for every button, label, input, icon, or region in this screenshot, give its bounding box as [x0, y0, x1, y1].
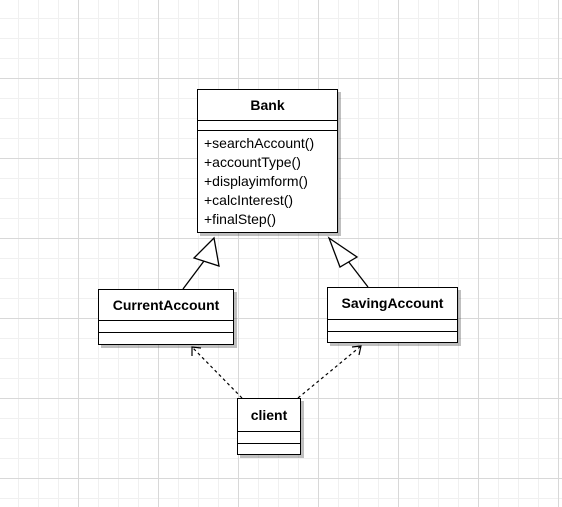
- method-item: +accountType(): [204, 154, 301, 170]
- class-client[interactable]: client: [237, 398, 301, 455]
- attributes-compartment: [328, 320, 457, 332]
- class-name: client: [238, 399, 300, 432]
- method-item: +displayimform(): [204, 173, 308, 189]
- open-arrowhead: [351, 345, 362, 356]
- class-current-account[interactable]: CurrentAccount: [98, 289, 234, 345]
- hollow-triangle-arrowhead: [327, 236, 359, 268]
- class-name: SavingAccount: [328, 288, 457, 320]
- method-item: +searchAccount(): [204, 135, 315, 151]
- class-name: Bank: [198, 90, 337, 121]
- attributes-compartment: [99, 321, 233, 333]
- class-name: CurrentAccount: [99, 290, 233, 321]
- hollow-triangle-arrowhead: [192, 236, 220, 267]
- inheritance-saving-to-bank[interactable]: [327, 236, 369, 288]
- methods-compartment: [328, 332, 457, 335]
- attributes-compartment: [238, 432, 300, 444]
- method-item: +finalStep(): [204, 211, 276, 227]
- inheritance-current-to-bank[interactable]: [182, 236, 220, 290]
- method-item: +calcInterest(): [204, 192, 294, 208]
- dependency-client-to-current[interactable]: [191, 346, 243, 399]
- attributes-compartment: [198, 121, 337, 131]
- open-arrowhead: [191, 346, 202, 356]
- class-bank[interactable]: Bank +searchAccount() +accountType() +di…: [197, 89, 338, 233]
- dependency-client-to-saving[interactable]: [297, 345, 362, 399]
- class-saving-account[interactable]: SavingAccount: [327, 287, 458, 343]
- methods-compartment: +searchAccount() +accountType() +display…: [198, 131, 337, 229]
- methods-compartment: [238, 444, 300, 447]
- methods-compartment: [99, 333, 233, 336]
